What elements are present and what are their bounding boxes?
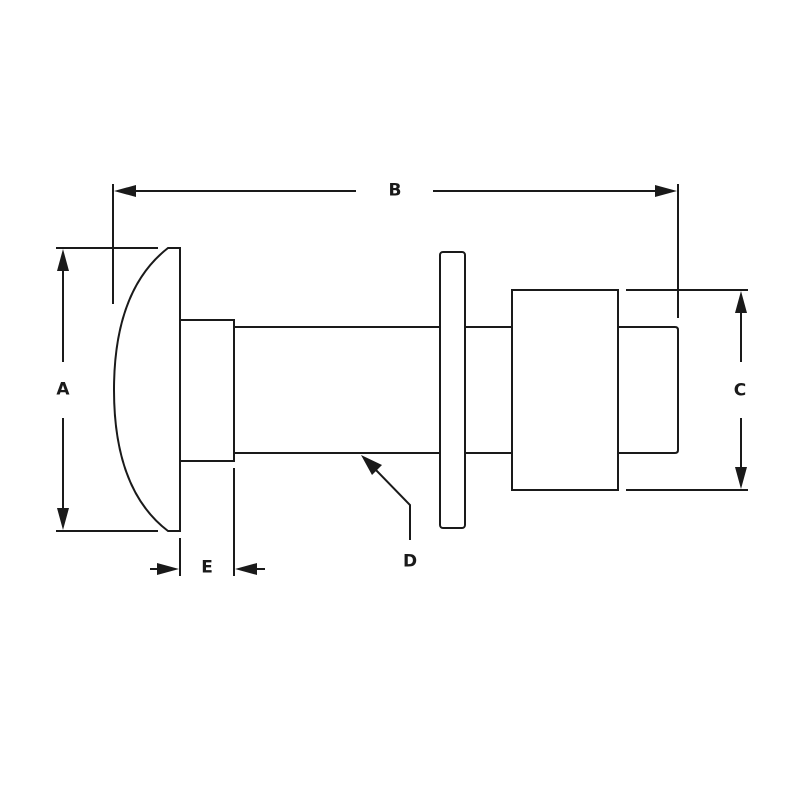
arrow-b-right — [655, 185, 677, 197]
threaded-end — [618, 326, 679, 454]
arrow-e-right — [235, 563, 257, 575]
bolt-head — [112, 247, 181, 532]
square-neck — [179, 319, 235, 462]
arrow-b-left — [114, 185, 136, 197]
dimension-label-b: B — [388, 180, 402, 201]
arrow-c-bottom — [735, 467, 747, 489]
dimension-label-d: D — [402, 551, 418, 572]
washer — [439, 251, 466, 529]
dimension-label-e: E — [201, 557, 213, 578]
arrow-c-top — [735, 291, 747, 313]
arrow-a-top — [57, 249, 69, 271]
nut — [511, 289, 619, 491]
dimension-label-c: C — [733, 380, 747, 401]
arrow-d — [361, 455, 382, 475]
dimension-label-a: A — [56, 379, 70, 400]
arrow-a-bottom — [57, 508, 69, 530]
arrow-e-left — [157, 563, 179, 575]
